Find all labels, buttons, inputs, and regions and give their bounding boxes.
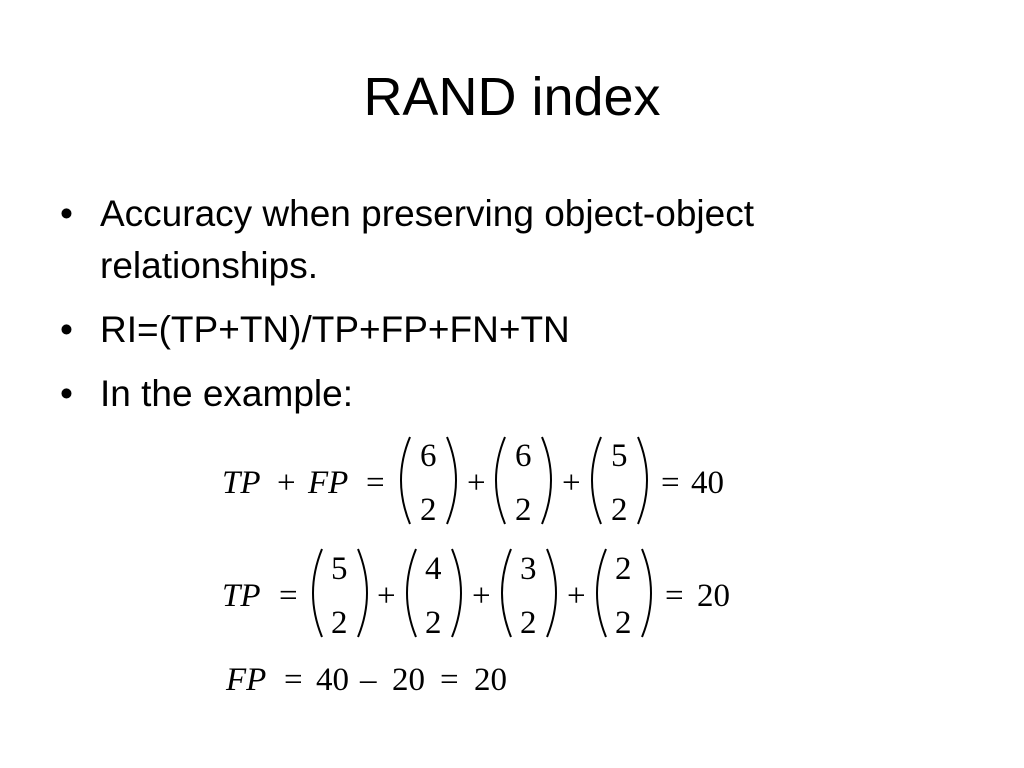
binom-top: 5 xyxy=(611,438,628,474)
binom-bottom: 2 xyxy=(520,605,537,641)
binom-bottom: 2 xyxy=(611,492,628,528)
right-paren-icon xyxy=(357,548,368,638)
eq1-fp: FP xyxy=(307,465,348,501)
binom-top: 3 xyxy=(520,551,537,587)
bullet-icon: • xyxy=(60,309,73,350)
eq1-plus: + xyxy=(277,465,296,501)
right-paren-icon xyxy=(546,548,557,638)
eq3-b: 20 xyxy=(392,662,425,698)
binom-bottom: 2 xyxy=(515,492,532,528)
eq1-tp: TP xyxy=(222,465,261,501)
bullet-icon: • xyxy=(60,193,73,234)
eq2-result-equals: = xyxy=(665,578,684,614)
binom-top: 5 xyxy=(331,551,348,587)
bullet-list: • Accuracy when preserving object-object… xyxy=(60,188,980,432)
equation-tp: TP = 5 2 + 4 2 + 3 2 + 2 2 = 20 xyxy=(222,548,730,641)
equation-fp: FP = 40 – 20 = 20 xyxy=(225,662,507,698)
right-paren-icon xyxy=(641,548,652,638)
binom-top: 4 xyxy=(425,551,442,587)
left-paren-icon xyxy=(400,436,411,525)
eq2-op: + xyxy=(567,578,586,614)
right-paren-icon xyxy=(446,436,457,525)
right-paren-icon xyxy=(541,436,552,525)
eq3-a: 40 xyxy=(316,662,349,698)
bullet-text: In the example: xyxy=(100,373,353,414)
eq3-minus: – xyxy=(359,662,377,698)
eq3-result: 20 xyxy=(474,662,507,698)
binom-top: 6 xyxy=(515,438,532,474)
binom-bottom: 2 xyxy=(615,605,632,641)
eq3-equals: = xyxy=(284,662,303,698)
eq1-result: 40 xyxy=(691,465,724,501)
bullet-icon: • xyxy=(60,373,73,414)
bullet-item: • RI=(TP+TN)/TP+FP+FN+TN xyxy=(60,304,980,356)
eq2-op: + xyxy=(377,578,396,614)
right-paren-icon xyxy=(637,436,648,525)
bullet-item: • In the example: xyxy=(60,368,980,420)
bullet-text: RI=(TP+TN)/TP+FP+FN+TN xyxy=(100,309,570,350)
eq1-result-equals: = xyxy=(661,465,680,501)
bullet-text: Accuracy when preserving object-object r… xyxy=(100,193,754,286)
left-paren-icon xyxy=(501,548,512,638)
left-paren-icon xyxy=(312,548,323,638)
slide-title: RAND index xyxy=(363,67,661,127)
eq3-equals2: = xyxy=(440,662,459,698)
left-paren-icon xyxy=(596,548,607,638)
left-paren-icon xyxy=(495,436,506,525)
eq2-equals: = xyxy=(279,578,298,614)
binom-bottom: 2 xyxy=(425,605,442,641)
eq3-fp: FP xyxy=(225,662,266,698)
eq2-tp: TP xyxy=(222,578,261,614)
eq2-result: 20 xyxy=(697,578,730,614)
eq1-op: + xyxy=(562,465,581,501)
right-paren-icon xyxy=(451,548,462,638)
left-paren-icon xyxy=(406,548,417,638)
binom-bottom: 2 xyxy=(420,492,437,528)
binom-top: 2 xyxy=(615,551,632,587)
left-paren-icon xyxy=(591,436,602,525)
eq1-op: + xyxy=(467,465,486,501)
eq2-op: + xyxy=(472,578,491,614)
bullet-item: • Accuracy when preserving object-object… xyxy=(60,188,980,292)
eq1-equals: = xyxy=(366,465,385,501)
binom-top: 6 xyxy=(420,438,437,474)
binom-bottom: 2 xyxy=(331,605,348,641)
